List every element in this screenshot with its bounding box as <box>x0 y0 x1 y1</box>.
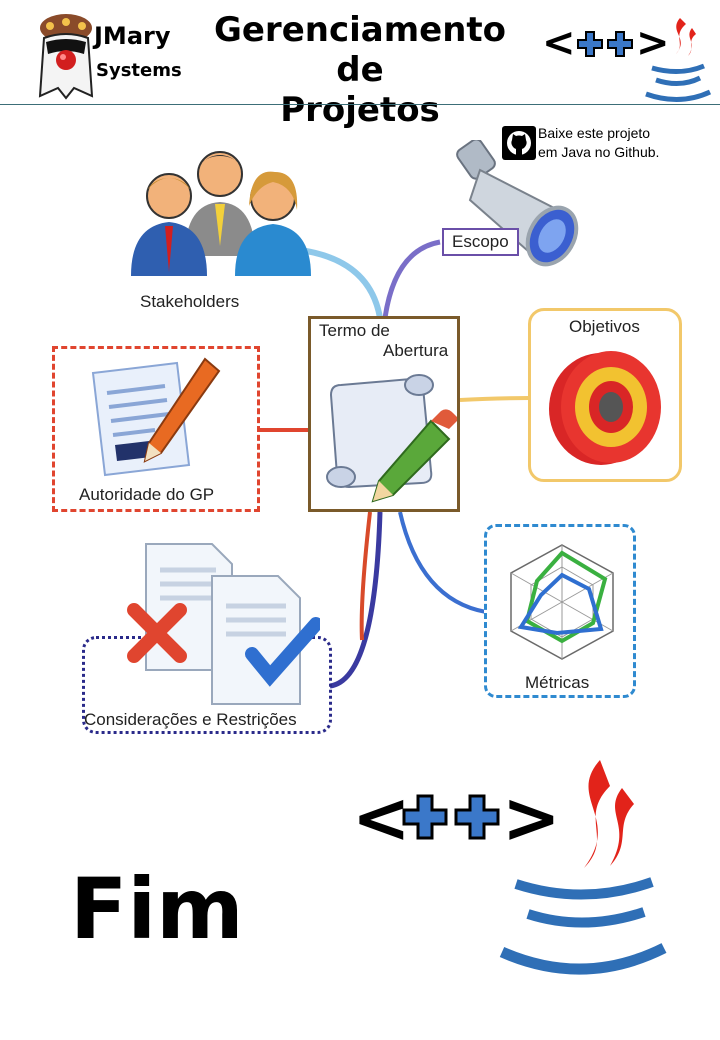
github-link[interactable]: Baixe este projeto em Java no Github. <box>502 124 712 164</box>
stakeholders-label: Stakeholders <box>140 292 240 311</box>
escopo-label: Escopo <box>452 232 509 251</box>
github-text-line2: em Java no Github. <box>538 144 660 160</box>
github-text-line1: Baixe este projeto <box>538 125 651 141</box>
stakeholders-node: Stakeholders <box>120 146 320 316</box>
target-icon <box>549 351 661 465</box>
escopo-box: Escopo <box>442 228 519 256</box>
spyglass-icon <box>456 140 579 267</box>
center-label-line2: Abertura <box>383 341 449 360</box>
cpp-java-logo-icon: < > <box>542 18 712 103</box>
fim-text: Fim <box>70 860 244 958</box>
title-line2: Projetos <box>280 90 440 130</box>
consideracoes-label: Considerações e Restrições <box>84 710 297 729</box>
objetivos-label: Objetivos <box>569 317 640 336</box>
cpp-java-logo-header: < > <box>540 14 715 106</box>
scroll-pencil-icon <box>326 374 457 503</box>
jmary-logo: JMary Systems <box>36 8 182 103</box>
cpp-java-logo-footer: < > <box>352 758 672 994</box>
title-line1: Gerenciamento de <box>213 10 507 90</box>
radar-chart-icon <box>510 544 614 660</box>
cpp-java-logo-large-icon: < > <box>352 760 667 975</box>
svg-text:>: > <box>502 777 561 859</box>
page-title: Gerenciamento de Projetos <box>190 10 530 130</box>
logo-line1: JMary <box>94 22 171 50</box>
metricas-label: Métricas <box>525 673 590 692</box>
svg-text:>: > <box>636 20 670 66</box>
svg-text:<: < <box>542 20 576 66</box>
logo-line2: Systems <box>96 60 182 81</box>
people-icon <box>131 151 311 276</box>
autoridade-label: Autoridade do GP <box>79 485 215 504</box>
termo-abertura-node: Termo de Abertura <box>308 316 460 512</box>
header-divider <box>0 104 720 105</box>
escopo-node: Escopo <box>440 140 590 275</box>
documents-check-icon <box>127 543 320 705</box>
mindmap-connectors <box>258 239 531 689</box>
svg-text:<: < <box>352 777 411 859</box>
document-pen-icon <box>91 357 221 477</box>
jmary-mascot-icon <box>38 14 94 100</box>
github-icon <box>502 126 536 160</box>
center-label-line1: Termo de <box>319 321 390 340</box>
autoridade-node: Autoridade do GP <box>52 346 260 512</box>
metricas-node: Métricas <box>484 524 636 698</box>
objetivos-node: Objetivos <box>528 308 682 482</box>
